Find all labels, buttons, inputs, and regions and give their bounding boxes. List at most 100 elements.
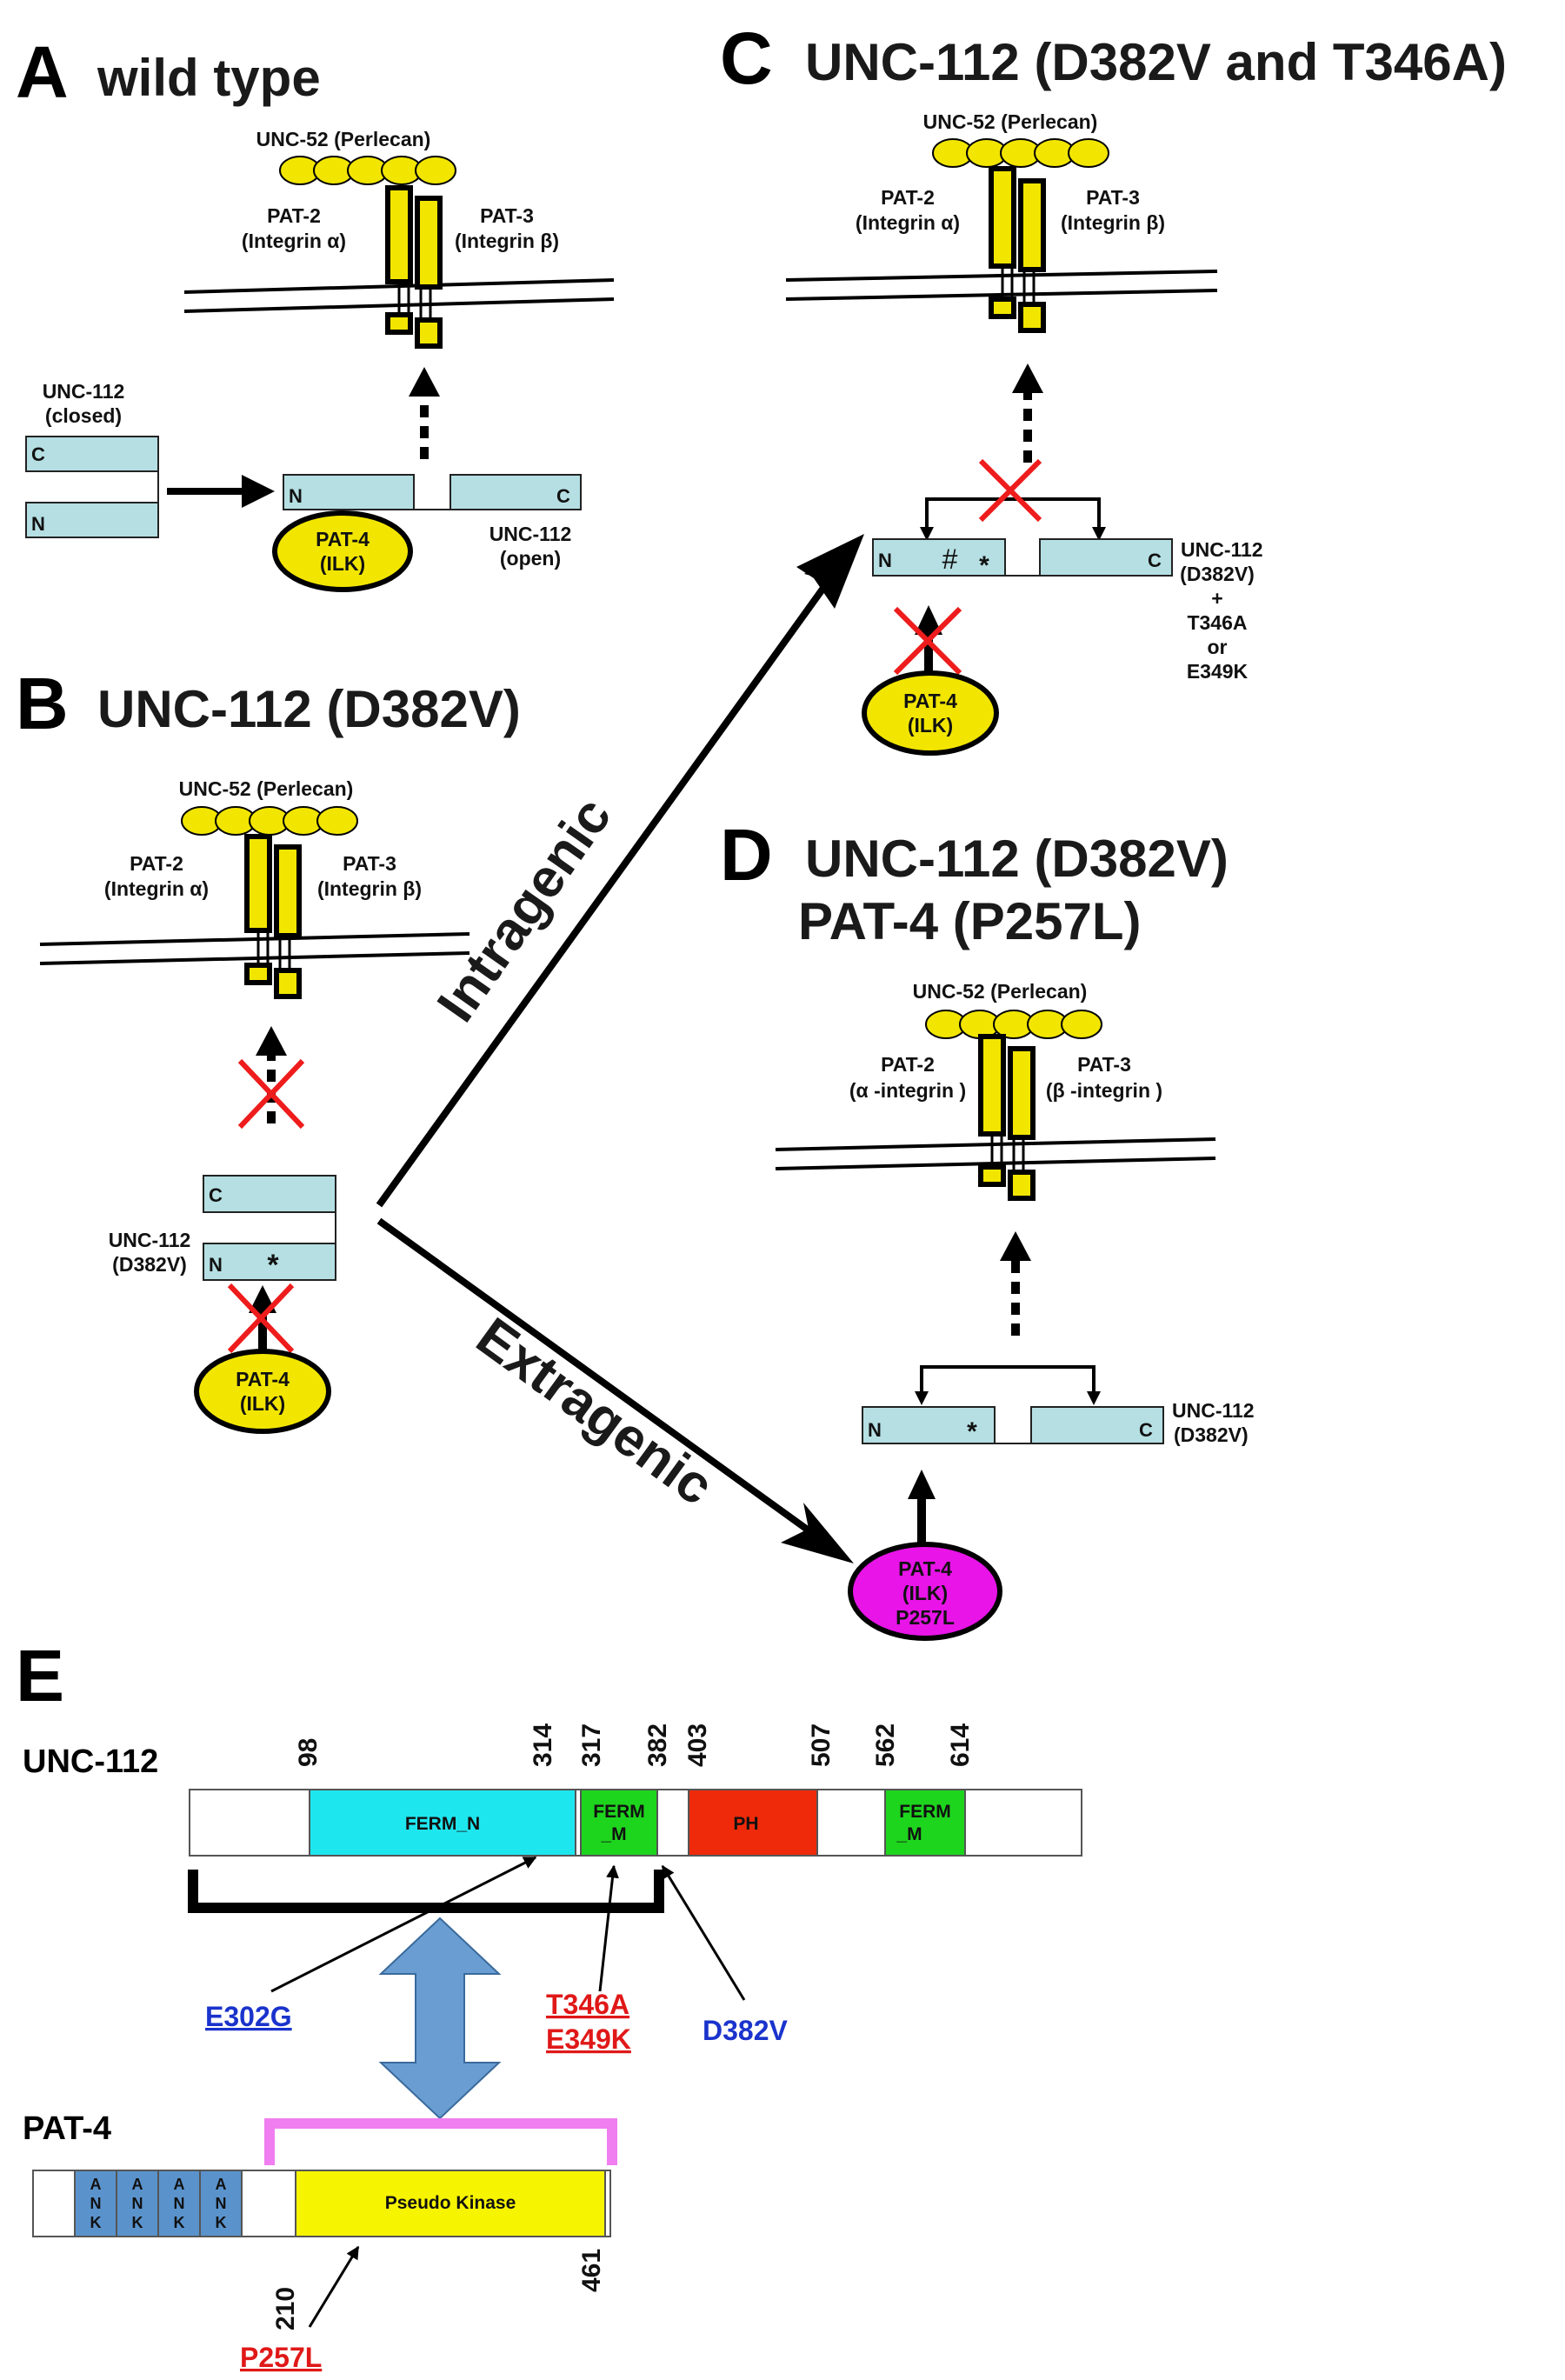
panel-c-cross-lower [893,606,962,676]
panel-b-pat4-sub: (ILK) [240,1392,285,1415]
ph-label: PH [733,1814,758,1834]
panel-d-title-line1: UNC-112 (D382V) [805,830,1229,888]
ferm-m2-label-l1: FERM [899,1802,951,1822]
panel-c-mut-star: * [979,551,989,580]
panel-b-letter: B [16,663,69,744]
panel-a-dotted-arrow [409,367,440,459]
panel-c-title: UNC-112 (D382V and T346A) [805,33,1507,91]
ank3-k: K [174,2214,185,2231]
panel-a-alpha-sub: (Integrin α) [242,230,346,252]
panel-b-pat4-name: PAT-4 [236,1368,290,1390]
panel-c-perlecan-beads [932,138,1109,168]
panel-b-alpha-name: PAT-2 [130,852,183,875]
unc112-pos-403: 403 [683,1723,712,1767]
pseudo-kinase-domain [295,2170,606,2237]
panel-c-alpha-sub: (Integrin α) [856,211,960,234]
ferm-m2-label-l2: _M [896,1824,922,1844]
panel-c-unc-line-0: UNC-112 [1181,538,1263,561]
panel-c-cross-upper [978,458,1042,523]
panel-b-blocked-arrow [256,1026,287,1123]
p257l-pointer [308,2245,360,2328]
ank2-k: K [132,2214,143,2231]
panel-d-dotted-arrow [1000,1231,1031,1336]
panel-c-beta-sub: (Integrin β) [1061,211,1165,234]
panel-d-opening-bracket [915,1365,1101,1405]
pat4-interaction-bracket [264,2118,617,2165]
panel-b-unc-name: UNC-112 [109,1229,191,1251]
mutation-p257l: P257L [240,2342,322,2373]
unc112-pos-317: 317 [577,1723,606,1767]
panel-c-unc-line-4: or [1208,636,1228,658]
panel-a-integrin [385,185,443,349]
panel-a-unc112-closed: C N [25,436,159,538]
pat4-pos-210: 210 [271,2287,300,2330]
panel-c-integrin [989,166,1046,333]
panel-c-letter: C [720,17,773,99]
panel-b-alpha-sub: (Integrin α) [104,877,209,900]
panel-c-unc-line-5: E349K [1187,660,1249,683]
panel-c-beta-name: PAT-3 [1086,186,1140,209]
mutation-e349k: E349K [546,2023,631,2055]
panel-b-unc-mut: (D382V) [112,1253,187,1276]
panel-b-beta-sub: (Integrin β) [317,877,422,900]
panel-a-title: wild type [97,49,321,107]
panel-d: D UNC-112 (D382V) PAT-4 (P257L) UNC-52 (… [720,814,1255,1641]
pat4-domain-bar: A N K A N K A N K A N K Pseudo Kinase [32,2170,611,2237]
panel-b-cross-lower [227,1283,295,1354]
panel-a-transition-arrow [167,475,275,508]
panel-c-unc-c: C [1148,550,1162,571]
ferm-m-domain-1 [580,1789,658,1857]
panel-a-pat4: PAT-4 (ILK) [272,510,413,592]
panel-b-integrin [244,834,302,999]
mutation-t346a: T346A [546,1989,629,2020]
panel-a-unc112-open: N C [283,474,582,510]
panel-a: A wild type UNC-52 (Perlecan) PAT-2 (Int… [16,31,615,592]
ank1-a: A [90,2176,102,2193]
panel-a-perlecan-beads [279,156,456,185]
panel-d-alpha-name: PAT-2 [881,1053,935,1076]
panel-c-dotted-arrow [1012,363,1043,463]
ank-repeat-2 [116,2170,159,2237]
panel-a-beta-sub: (Integrin β) [455,230,559,252]
panel-d-pat4-line-2: P257L [896,1606,955,1629]
ank1-n: N [90,2195,102,2212]
ank4-a: A [216,2176,227,2193]
panel-e: E UNC-112 98 314 317 382 403 507 562 614… [16,1635,1082,2373]
panel-d-integrin [978,1034,1036,1201]
ank4-n: N [216,2195,227,2212]
panel-a-beta-name: PAT-3 [480,204,534,227]
panel-a-closed-name: UNC-112 [43,380,125,403]
ferm-n-label: FERM_N [405,1814,480,1834]
panel-b-unc-n: N [209,1254,223,1276]
panel-d-letter: D [720,814,773,896]
panel-a-open-c: C [556,485,570,507]
mutation-pointers [270,1856,746,2001]
panel-c-alpha-name: PAT-2 [881,186,935,209]
ank-letters: A N K A N K A N K A N K [90,2176,227,2231]
panel-d-pat4-arrow [908,1470,936,1544]
ank3-a: A [174,2176,185,2193]
panel-d-unc-mut: (D382V) [1174,1423,1249,1446]
panel-d-title-line2: PAT-4 (P257L) [798,892,1142,950]
panel-a-open-state: (open) [500,547,561,570]
pat4-name: PAT-4 [23,2110,111,2147]
panel-d-unc-name: UNC-112 [1172,1399,1255,1422]
ph-domain [688,1789,818,1857]
mutation-d382v: D382V [703,2015,789,2046]
panel-b: B UNC-112 (D382V) UNC-52 (Perlecan) PAT-… [16,663,521,1434]
unc112-position-labels: 98 314 317 382 403 507 562 614 [294,1723,975,1767]
panel-d-unc-c: C [1139,1419,1153,1441]
panel-c-perlecan-label: UNC-52 (Perlecan) [923,110,1098,133]
panel-b-membrane [39,932,470,965]
intragenic-arrow [376,534,864,1208]
panel-c-opening-bracket [920,497,1106,541]
extragenic-arrow [376,1217,854,1563]
panel-d-perlecan-label: UNC-52 (Perlecan) [913,980,1088,1003]
panel-d-unc112: N * C [862,1406,1164,1446]
ferm-n-domain [309,1789,576,1857]
ank3-n: N [174,2195,185,2212]
panel-b-unc-c: C [209,1184,223,1206]
panel-a-alpha-name: PAT-2 [267,204,321,227]
interaction-double-arrow [378,1917,502,2120]
unc112-name: UNC-112 [23,1743,158,1780]
